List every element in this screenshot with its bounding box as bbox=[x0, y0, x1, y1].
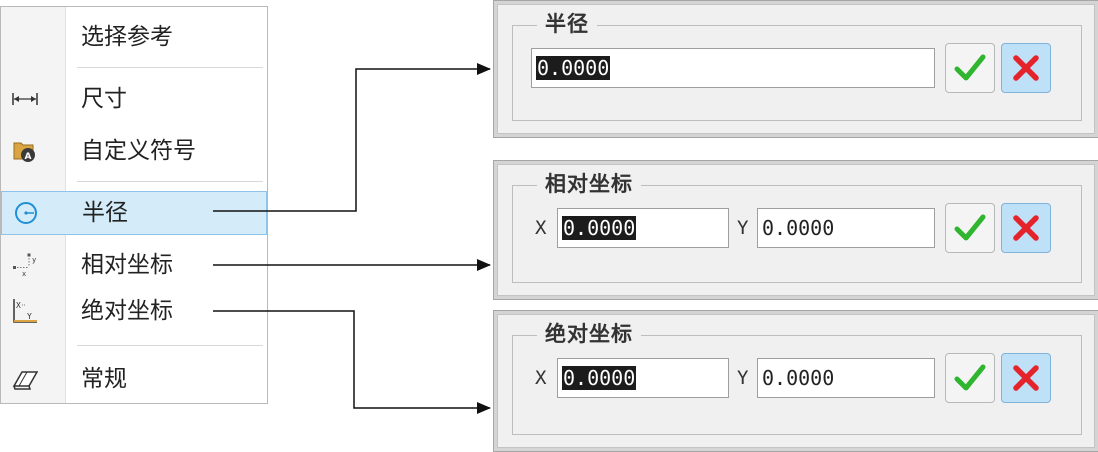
dialog-body: 半径 0.0000 bbox=[497, 4, 1095, 134]
cancel-button[interactable] bbox=[1001, 353, 1051, 403]
svg-text:X: X bbox=[16, 301, 21, 310]
menu-item-label: 绝对坐标 bbox=[81, 298, 173, 324]
menu-item-dimension[interactable]: 尺寸 bbox=[1, 77, 267, 121]
x-label: X bbox=[535, 217, 547, 239]
relative-coordinate-group: 相对坐标 X 0.0000 Y 0.0000 bbox=[512, 170, 1082, 283]
svg-text:y: y bbox=[32, 256, 36, 264]
dimension-icon bbox=[11, 85, 39, 113]
radius-input[interactable]: 0.0000 bbox=[531, 48, 935, 88]
x-label: X bbox=[535, 367, 547, 389]
y-input[interactable]: 0.0000 bbox=[757, 358, 935, 398]
relative-coordinate-icon: y x bbox=[11, 251, 39, 279]
general-eraser-icon bbox=[11, 365, 39, 393]
dialog-body: 绝对坐标 X 0.0000 Y 0.0000 bbox=[497, 314, 1095, 448]
menu-item-label: 常规 bbox=[81, 366, 127, 392]
menu-item-radius[interactable]: 半径 bbox=[1, 191, 267, 235]
menu-item-absolute-coordinate[interactable]: X Y 绝对坐标 bbox=[1, 289, 267, 333]
confirm-button[interactable] bbox=[945, 43, 995, 93]
context-menu: 选择参考 尺寸 A 自定义符号 bbox=[0, 6, 268, 404]
x-input[interactable]: 0.0000 bbox=[557, 358, 729, 398]
dialog-body: 相对坐标 X 0.0000 Y 0.0000 bbox=[497, 164, 1095, 296]
menu-item-label: 半径 bbox=[82, 200, 128, 226]
cancel-button[interactable] bbox=[1001, 203, 1051, 253]
menu-separator bbox=[77, 67, 263, 68]
custom-symbol-icon: A bbox=[11, 137, 39, 165]
y-label: Y bbox=[737, 367, 749, 389]
selected-text: 0.0000 bbox=[562, 366, 637, 390]
check-icon bbox=[954, 364, 986, 391]
menu-item-label: 选择参考 bbox=[81, 24, 173, 50]
dialog-title: 绝对坐标 bbox=[537, 320, 641, 348]
close-icon bbox=[1013, 365, 1039, 391]
close-icon bbox=[1013, 55, 1039, 81]
y-input[interactable]: 0.0000 bbox=[757, 208, 935, 248]
menu-item-select-reference[interactable]: 选择参考 bbox=[1, 15, 267, 59]
absolute-coordinate-group: 绝对坐标 X 0.0000 Y 0.0000 bbox=[512, 320, 1082, 435]
close-icon bbox=[1013, 215, 1039, 241]
menu-item-label: 尺寸 bbox=[81, 86, 127, 112]
menu-item-relative-coordinate[interactable]: y x 相对坐标 bbox=[1, 243, 267, 287]
cancel-button[interactable] bbox=[1001, 43, 1051, 93]
selected-text: 0.0000 bbox=[536, 56, 611, 80]
radius-group: 半径 0.0000 bbox=[512, 10, 1082, 121]
absolute-coordinate-dialog: 绝对坐标 X 0.0000 Y 0.0000 bbox=[493, 310, 1098, 452]
confirm-button[interactable] bbox=[945, 203, 995, 253]
arrow-radius bbox=[213, 63, 491, 212]
menu-item-custom-symbol[interactable]: A 自定义符号 bbox=[1, 129, 267, 173]
absolute-coordinate-icon: X Y bbox=[11, 297, 39, 325]
menu-item-general[interactable]: 常规 bbox=[1, 357, 267, 401]
svg-text:Y: Y bbox=[27, 312, 32, 321]
selected-text: 0.0000 bbox=[562, 216, 637, 240]
check-icon bbox=[954, 54, 986, 81]
radius-dialog: 半径 0.0000 bbox=[493, 0, 1098, 138]
relative-coordinate-dialog: 相对坐标 X 0.0000 Y 0.0000 bbox=[493, 160, 1098, 300]
arrow-absolute bbox=[213, 310, 491, 414]
x-input[interactable]: 0.0000 bbox=[557, 208, 729, 248]
confirm-button[interactable] bbox=[945, 353, 995, 403]
radius-icon bbox=[12, 199, 40, 227]
menu-item-label: 相对坐标 bbox=[81, 252, 173, 278]
y-label: Y bbox=[737, 217, 749, 239]
menu-separator bbox=[77, 345, 263, 346]
dialog-title: 相对坐标 bbox=[537, 170, 641, 198]
menu-separator bbox=[77, 181, 263, 182]
menu-item-label: 自定义符号 bbox=[81, 138, 196, 164]
svg-text:x: x bbox=[22, 270, 26, 278]
check-icon bbox=[954, 214, 986, 241]
dialog-title: 半径 bbox=[537, 10, 597, 38]
svg-text:A: A bbox=[25, 152, 32, 162]
